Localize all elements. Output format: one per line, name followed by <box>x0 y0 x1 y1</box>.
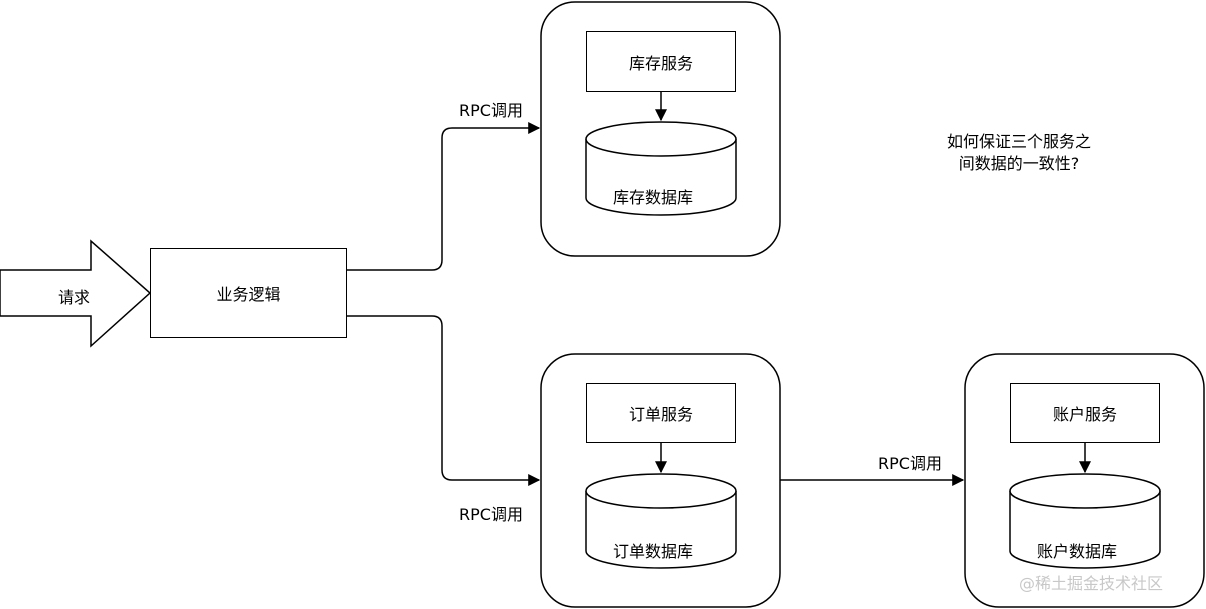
account-service-label: 账户服务 <box>1052 405 1117 424</box>
business-logic-label: 业务逻辑 <box>216 285 281 304</box>
edge-logic-to-inventory <box>347 122 541 271</box>
rpc-label-account: RPC调用 <box>878 454 942 473</box>
order-service-node: 订单服务 <box>586 383 736 443</box>
business-logic-node: 业务逻辑 <box>150 248 347 338</box>
account-db-cylinder <box>1009 473 1161 569</box>
account-service-node: 账户服务 <box>1010 383 1160 443</box>
rpc-label-order: RPC调用 <box>459 505 523 524</box>
rpc-label-inventory: RPC调用 <box>459 101 523 120</box>
consistency-question-note: 如何保证三个服务之 间数据的一致性? <box>928 131 1110 175</box>
inventory-db-label: 库存数据库 <box>613 188 694 207</box>
request-arrow-shape <box>0 239 152 348</box>
inventory-service-node: 库存服务 <box>586 31 736 92</box>
note-line-1: 如何保证三个服务之 <box>946 132 1091 151</box>
note-line-2: 间数据的一致性? <box>958 154 1080 173</box>
order-db-label: 订单数据库 <box>613 542 694 561</box>
order-db-cylinder <box>585 473 737 569</box>
inventory-service-label: 库存服务 <box>628 53 693 73</box>
account-db-label: 账户数据库 <box>1037 542 1118 561</box>
watermark: @稀土掘金技术社区 <box>1019 574 1164 593</box>
edge-logic-to-order <box>347 315 541 486</box>
request-label: 请求 <box>58 288 91 307</box>
inventory-db-cylinder <box>585 121 737 216</box>
order-service-label: 订单服务 <box>628 405 693 424</box>
